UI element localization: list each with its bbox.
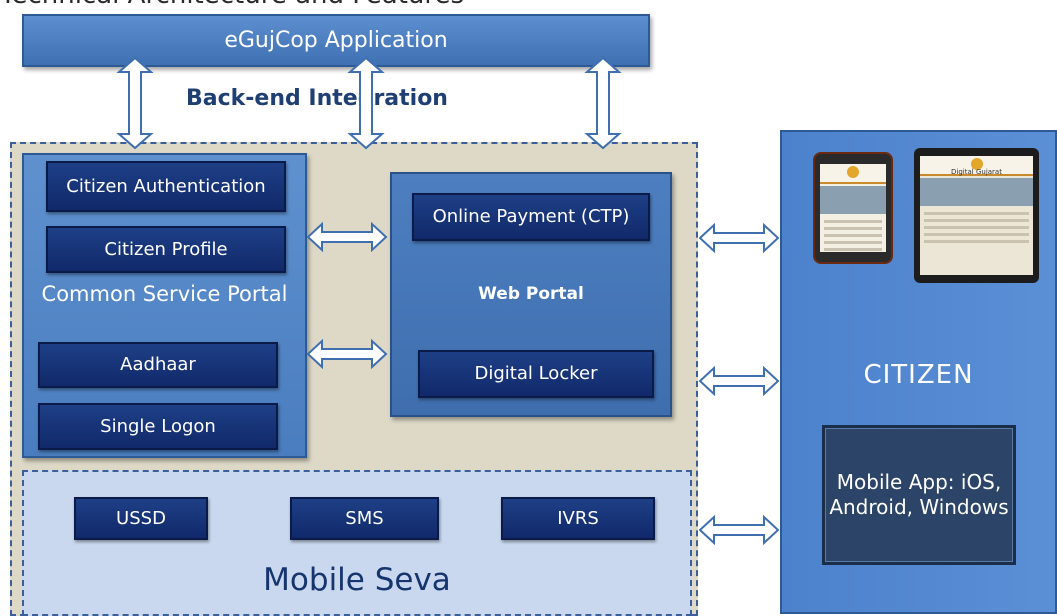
citizen-platform-arrow [699,367,779,395]
digital-locker-box: Digital Locker [418,350,654,398]
common-service-portal-title: Common Service Portal [41,282,288,306]
ivrs-box: IVRS [501,497,655,540]
mobile-seva-area [22,470,692,616]
csp-webportal-arrow-top [307,223,387,251]
citizen-label: CITIZEN [863,360,974,390]
cut-off-heading: Technical Architecture and Features [0,0,560,14]
backend-arrow-right [586,57,620,149]
citizen-webportal-arrow [699,224,779,252]
online-payment-box: Online Payment (CTP) [412,193,650,241]
tablet-image: Digital Gujarat [914,148,1039,283]
web-portal-title: Web Portal [478,284,584,304]
citizen-authentication-box: Citizen Authentication [46,161,286,212]
mobile-seva-title: Mobile Seva [263,562,451,598]
smartphone-image [813,152,893,264]
sms-box: SMS [290,497,439,540]
single-logon-box: Single Logon [38,403,278,450]
mobile-app-box: Mobile App: iOS, Android, Windows [822,425,1016,565]
aadhaar-box: Aadhaar [38,342,278,388]
ussd-box: USSD [74,497,208,540]
egujcop-application-bar: eGujCop Application [22,14,650,67]
backend-arrow-middle [349,57,383,149]
backend-arrow-left [118,57,152,149]
backend-integration-label: Back-end Integration [186,86,448,111]
tablet-screen-title: Digital Gujarat [951,168,1002,176]
citizen-profile-box: Citizen Profile [46,226,286,273]
citizen-mobileseva-arrow [699,516,779,544]
csp-webportal-arrow-bottom [307,340,387,368]
